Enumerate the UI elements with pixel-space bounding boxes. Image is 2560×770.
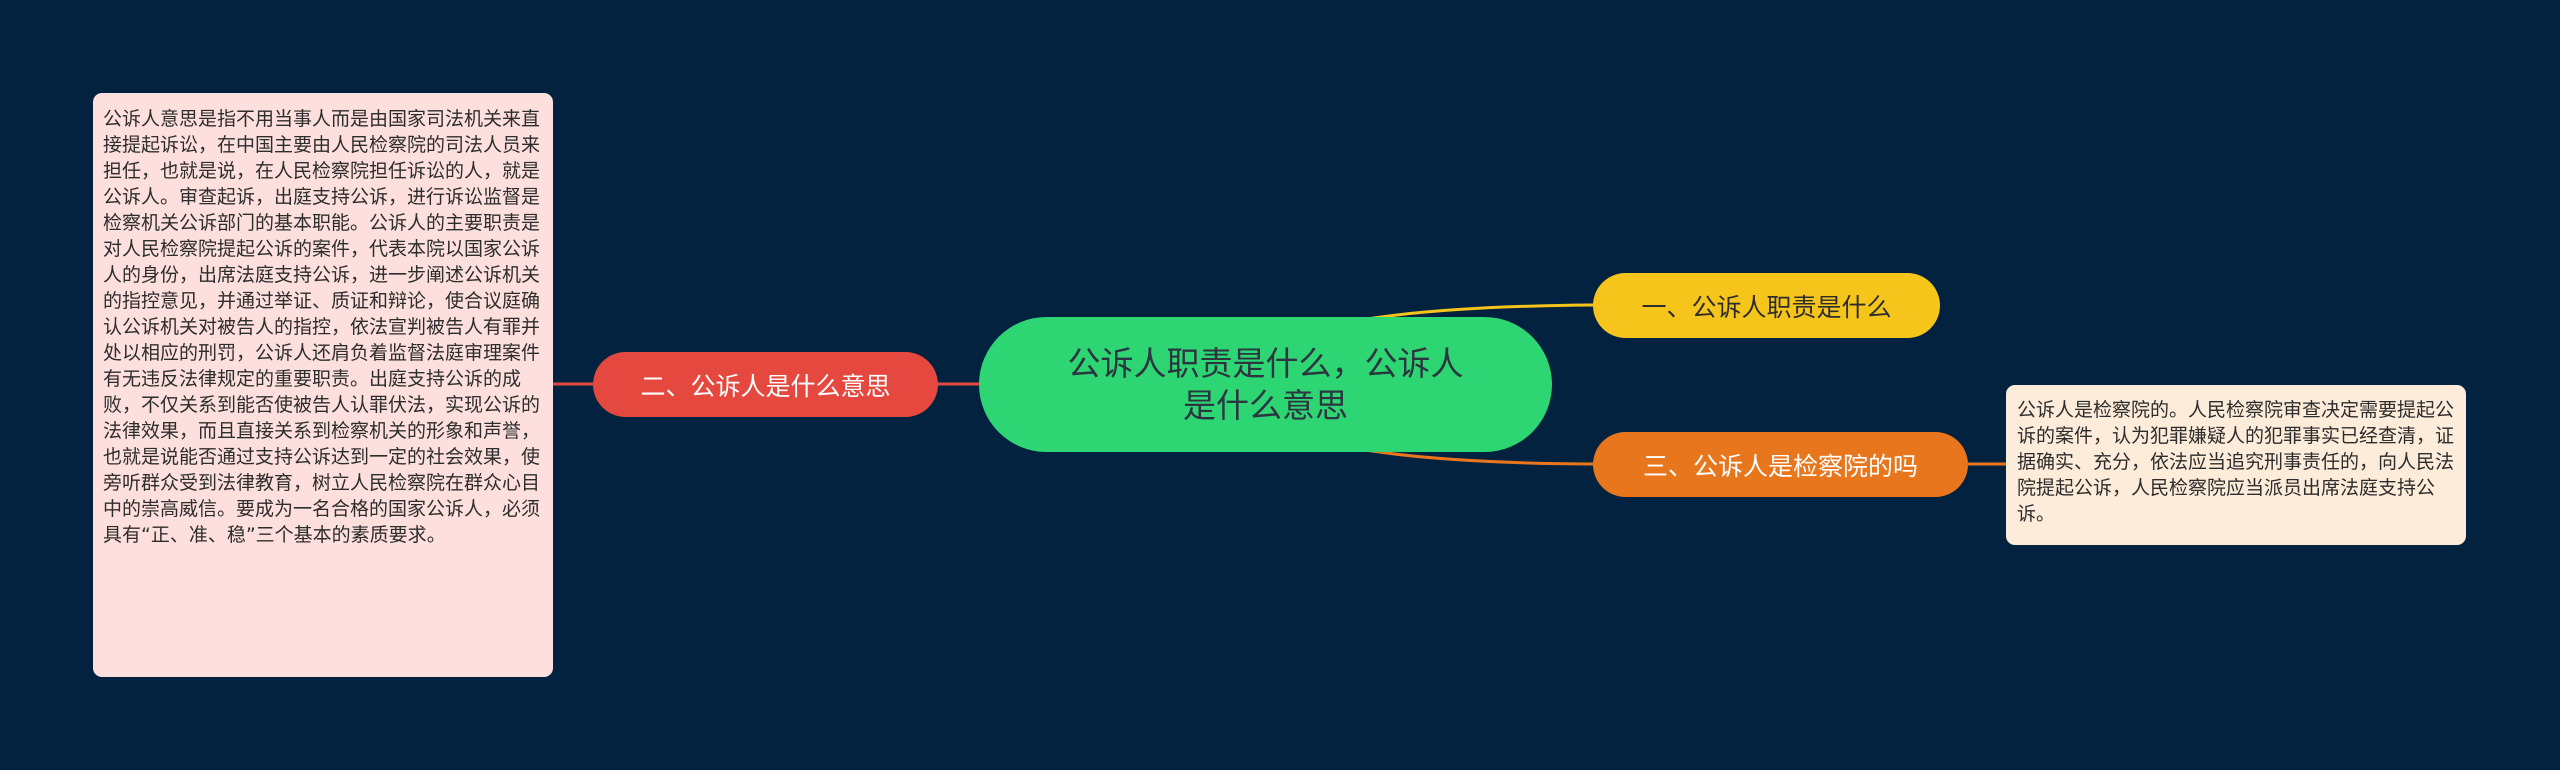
detail-card-meaning[interactable]: 公诉人意思是指不用当事人而是由国家司法机关来直接提起诉讼，在中国主要由人民检察院…: [93, 93, 553, 677]
branch-label-meaning: 二、公诉人是什么意思: [640, 371, 891, 401]
detail-text-procuratorate: 公诉人是检察院的。人民检察院审查决定需要提起公诉的案件，认为犯罪嫌疑人的犯罪事实…: [2017, 399, 2455, 525]
detail-text-meaning: 公诉人意思是指不用当事人而是由国家司法机关来直接提起诉讼，在中国主要由人民检察院…: [103, 108, 541, 546]
branch-node-procuratorate[interactable]: 三、公诉人是检察院的吗: [1593, 432, 1968, 497]
branch-node-meaning[interactable]: 二、公诉人是什么意思: [593, 352, 938, 417]
detail-card-procuratorate[interactable]: 公诉人是检察院的。人民检察院审查决定需要提起公诉的案件，认为犯罪嫌疑人的犯罪事实…: [2006, 385, 2466, 545]
mindmap-root-node[interactable]: 公诉人职责是什么，公诉人是什么意思: [979, 317, 1552, 452]
branch-label-procuratorate: 三、公诉人是检察院的吗: [1642, 451, 1918, 481]
root-label: 公诉人职责是什么，公诉人是什么意思: [1067, 343, 1464, 425]
branch-label-duties: 一、公诉人职责是什么: [1641, 292, 1892, 322]
branch-node-duties[interactable]: 一、公诉人职责是什么: [1593, 273, 1940, 338]
